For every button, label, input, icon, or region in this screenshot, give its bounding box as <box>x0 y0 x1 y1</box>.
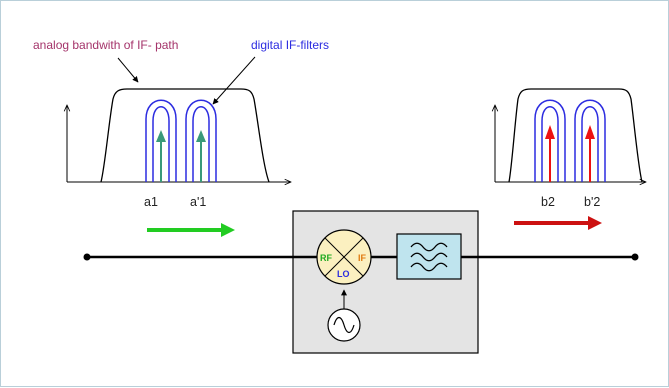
output-flow-arrow <box>514 216 602 230</box>
label-b2-prime: b'2 <box>584 195 600 209</box>
digital-filter-curve <box>152 106 170 182</box>
output-filter-curve <box>541 106 559 182</box>
digital-filter-curve <box>185 99 217 182</box>
signal-path-start-node <box>83 253 91 261</box>
signal-path-end-node <box>631 253 639 261</box>
input-flow-arrow <box>147 223 235 237</box>
analog-bandwidth-pointer <box>117 57 139 83</box>
digital-filter-curve <box>145 99 177 182</box>
output-filter-curve <box>581 106 599 182</box>
input-spectrum: a1 a'1 <box>67 88 291 209</box>
output-spectrum: b2 b'2 <box>495 88 646 209</box>
output-filter-curve <box>534 99 566 182</box>
digital-filters-pointer <box>212 56 256 105</box>
analog-bandwidth-curve <box>100 88 270 183</box>
bandpass-filter-icon <box>396 233 462 280</box>
label-b2: b2 <box>541 195 555 209</box>
mixer-icon: RF IF LO <box>316 229 372 285</box>
signal-b2-arrowhead <box>545 125 555 139</box>
label-a1-prime: a'1 <box>190 195 206 209</box>
digital-filter-curve <box>192 106 210 182</box>
label-a1: a1 <box>144 195 158 209</box>
sine-oscillator-icon <box>327 308 361 342</box>
converter-block <box>292 210 479 354</box>
analog-bandwidth-label: analog bandwith of IF- path <box>33 38 178 52</box>
signal-b2-prime-arrowhead <box>585 125 595 139</box>
output-filter-curve <box>574 99 606 182</box>
output-bandwidth-curve <box>508 88 643 183</box>
mixer-if-label: IF <box>358 253 367 263</box>
mixer-rf-label: RF <box>320 253 332 263</box>
signal-a1-arrowhead <box>156 130 166 142</box>
signal-a1-prime-arrowhead <box>196 130 206 142</box>
digital-filters-label: digital IF-filters <box>251 38 329 52</box>
mixer-lo-label: LO <box>337 269 350 279</box>
